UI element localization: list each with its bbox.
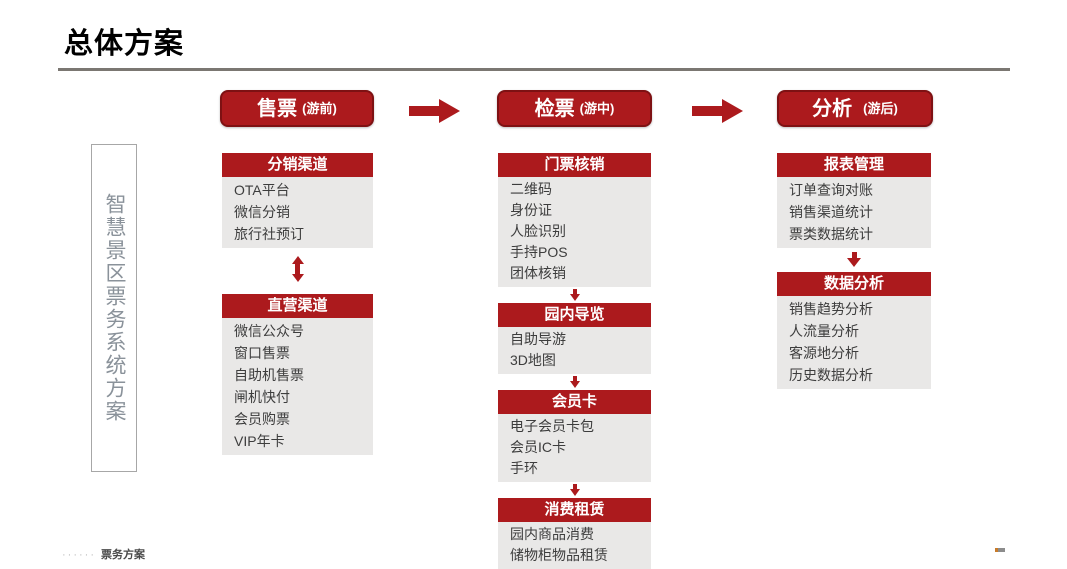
flow-block-item: 销售趋势分析 (789, 301, 873, 317)
flow-block-item: 会员IC卡 (510, 439, 566, 455)
flow-block-items: 订单查询对账销售渠道统计票类数据统计 (777, 177, 931, 248)
title-divider (58, 68, 1010, 71)
right-arrow-icon (409, 99, 460, 123)
page-title: 总体方案 (64, 28, 185, 60)
flow-block-item: OTA平台 (234, 182, 290, 198)
flow-block-items: 二维码身份证人脸识别手持POS 团体核销 (498, 177, 651, 287)
flow-block-items: 微信公众号窗口售票自助机售票闸机快付会员购票 VIP年卡 (222, 318, 373, 455)
flow-block: 门票核销二维码身份证人脸识别手持POS 团体核销 (498, 153, 651, 287)
flow-block-header: 消费租赁 (498, 498, 651, 522)
flow-block-header: 分销渠道 (222, 153, 373, 177)
phase-label: 分析 (812, 97, 853, 120)
flow-block-item: 手持POS (510, 244, 568, 260)
flow-block-items: OTA平台微信分销旅行社预订 (222, 177, 373, 248)
flow-block: 直营渠道微信公众号窗口售票自助机售票闸机快付会员购票 VIP年卡 (222, 294, 373, 455)
flow-block-item: 票类数据统计 (789, 226, 873, 242)
flow-block-item: 储物柜物品租赁 (510, 547, 608, 563)
flow-block-items: 园内商品消费储物柜物品租赁 (498, 522, 651, 569)
flow-block-item: 3D地图 (510, 352, 556, 368)
flow-block-item: 历史数据分析 (789, 367, 873, 383)
flow-block-items: 电子会员卡包会员IC卡手环 (498, 414, 651, 482)
flow-block-header: 直营渠道 (222, 294, 373, 318)
flow-block-item: 自助导游 (510, 331, 566, 347)
flow-block-header: 数据分析 (777, 272, 931, 296)
flow-block-item: 会员购票 (234, 411, 290, 427)
phase-button-analysis: 分析 (游后) (777, 90, 933, 127)
flow-block-items: 销售趋势分析人流量分析客源地分析历史数据分析 (777, 296, 931, 389)
flow-block: 园内导览自助导游 3D地图 (498, 303, 651, 374)
flow-block-item: 身份证 (510, 202, 552, 218)
phase-sublabel: (游前) (302, 101, 337, 116)
footer-text-dark: 票务方案 (100, 549, 145, 561)
phase-button-check: 检票 (游中) (497, 90, 652, 127)
phase-label: 检票 (534, 97, 575, 120)
flow-block-item: 闸机快付 (234, 389, 290, 405)
side-label: 智慧景区票务系统方案 (103, 193, 126, 423)
down-arrow-icon (568, 484, 582, 496)
column-post-visit-analysis: 报表管理订单查询对账销售渠道统计票类数据统计数据分析销售趋势分析人流量分析客源地… (777, 153, 931, 389)
slide: 总体方案 智慧景区票务系统方案 售票 (游前) 检票 (游中) 分析 (游后) … (58, 28, 1010, 569)
footer-text: ······ 票务方案 (62, 546, 145, 562)
phase-label: 售票 (257, 97, 298, 120)
flow-block-header: 报表管理 (777, 153, 931, 177)
flow-block-item: 电子会员卡包 (510, 418, 594, 434)
flow-block-header: 会员卡 (498, 390, 651, 414)
flow-block-item: 人流量分析 (789, 323, 859, 339)
flow-block-item: 微信分销 (234, 204, 290, 220)
side-label-box: 智慧景区票务系统方案 (91, 144, 137, 472)
right-arrow-icon (692, 99, 743, 123)
flow-block-item: 人脸识别 (510, 223, 566, 239)
flow-block-item: 手环 (510, 460, 538, 476)
flow-block-item: VIP年卡 (234, 433, 285, 449)
flow-block-item: 自助机售票 (234, 367, 304, 383)
flow-block: 消费租赁园内商品消费储物柜物品租赁 (498, 498, 651, 569)
flow-block-header: 园内导览 (498, 303, 651, 327)
flow-block-item: 客源地分析 (789, 345, 859, 361)
footer-text-light: ······ (62, 549, 96, 561)
flow-block: 数据分析销售趋势分析人流量分析客源地分析历史数据分析 (777, 272, 931, 389)
flow-block-items: 自助导游 3D地图 (498, 327, 651, 374)
flow-block-item: 微信公众号 (234, 323, 304, 339)
down-arrow-icon (568, 289, 582, 301)
flow-block-item: 园内商品消费 (510, 526, 594, 542)
phase-button-sales: 售票 (游前) (220, 90, 374, 127)
flow-block: 报表管理订单查询对账销售渠道统计票类数据统计 (777, 153, 931, 248)
flow-block-item: 团体核销 (510, 265, 566, 281)
phase-sublabel: (游后) (863, 101, 898, 116)
down-arrow-icon (847, 252, 861, 267)
flow-block-item: 二维码 (510, 181, 552, 197)
footer-logo-mark (995, 548, 1005, 552)
down-arrow-icon (568, 376, 582, 388)
flow-block-item: 销售渠道统计 (789, 204, 873, 220)
flow-block-item: 订单查询对账 (789, 182, 873, 198)
phase-sublabel: (游中) (579, 101, 615, 116)
flow-block-header: 门票核销 (498, 153, 651, 177)
flow-block-item: 窗口售票 (234, 345, 290, 361)
flow-block-item: 旅行社预订 (234, 226, 304, 242)
flow-block: 会员卡电子会员卡包会员IC卡手环 (498, 390, 651, 482)
updown-arrow-icon (291, 256, 305, 282)
